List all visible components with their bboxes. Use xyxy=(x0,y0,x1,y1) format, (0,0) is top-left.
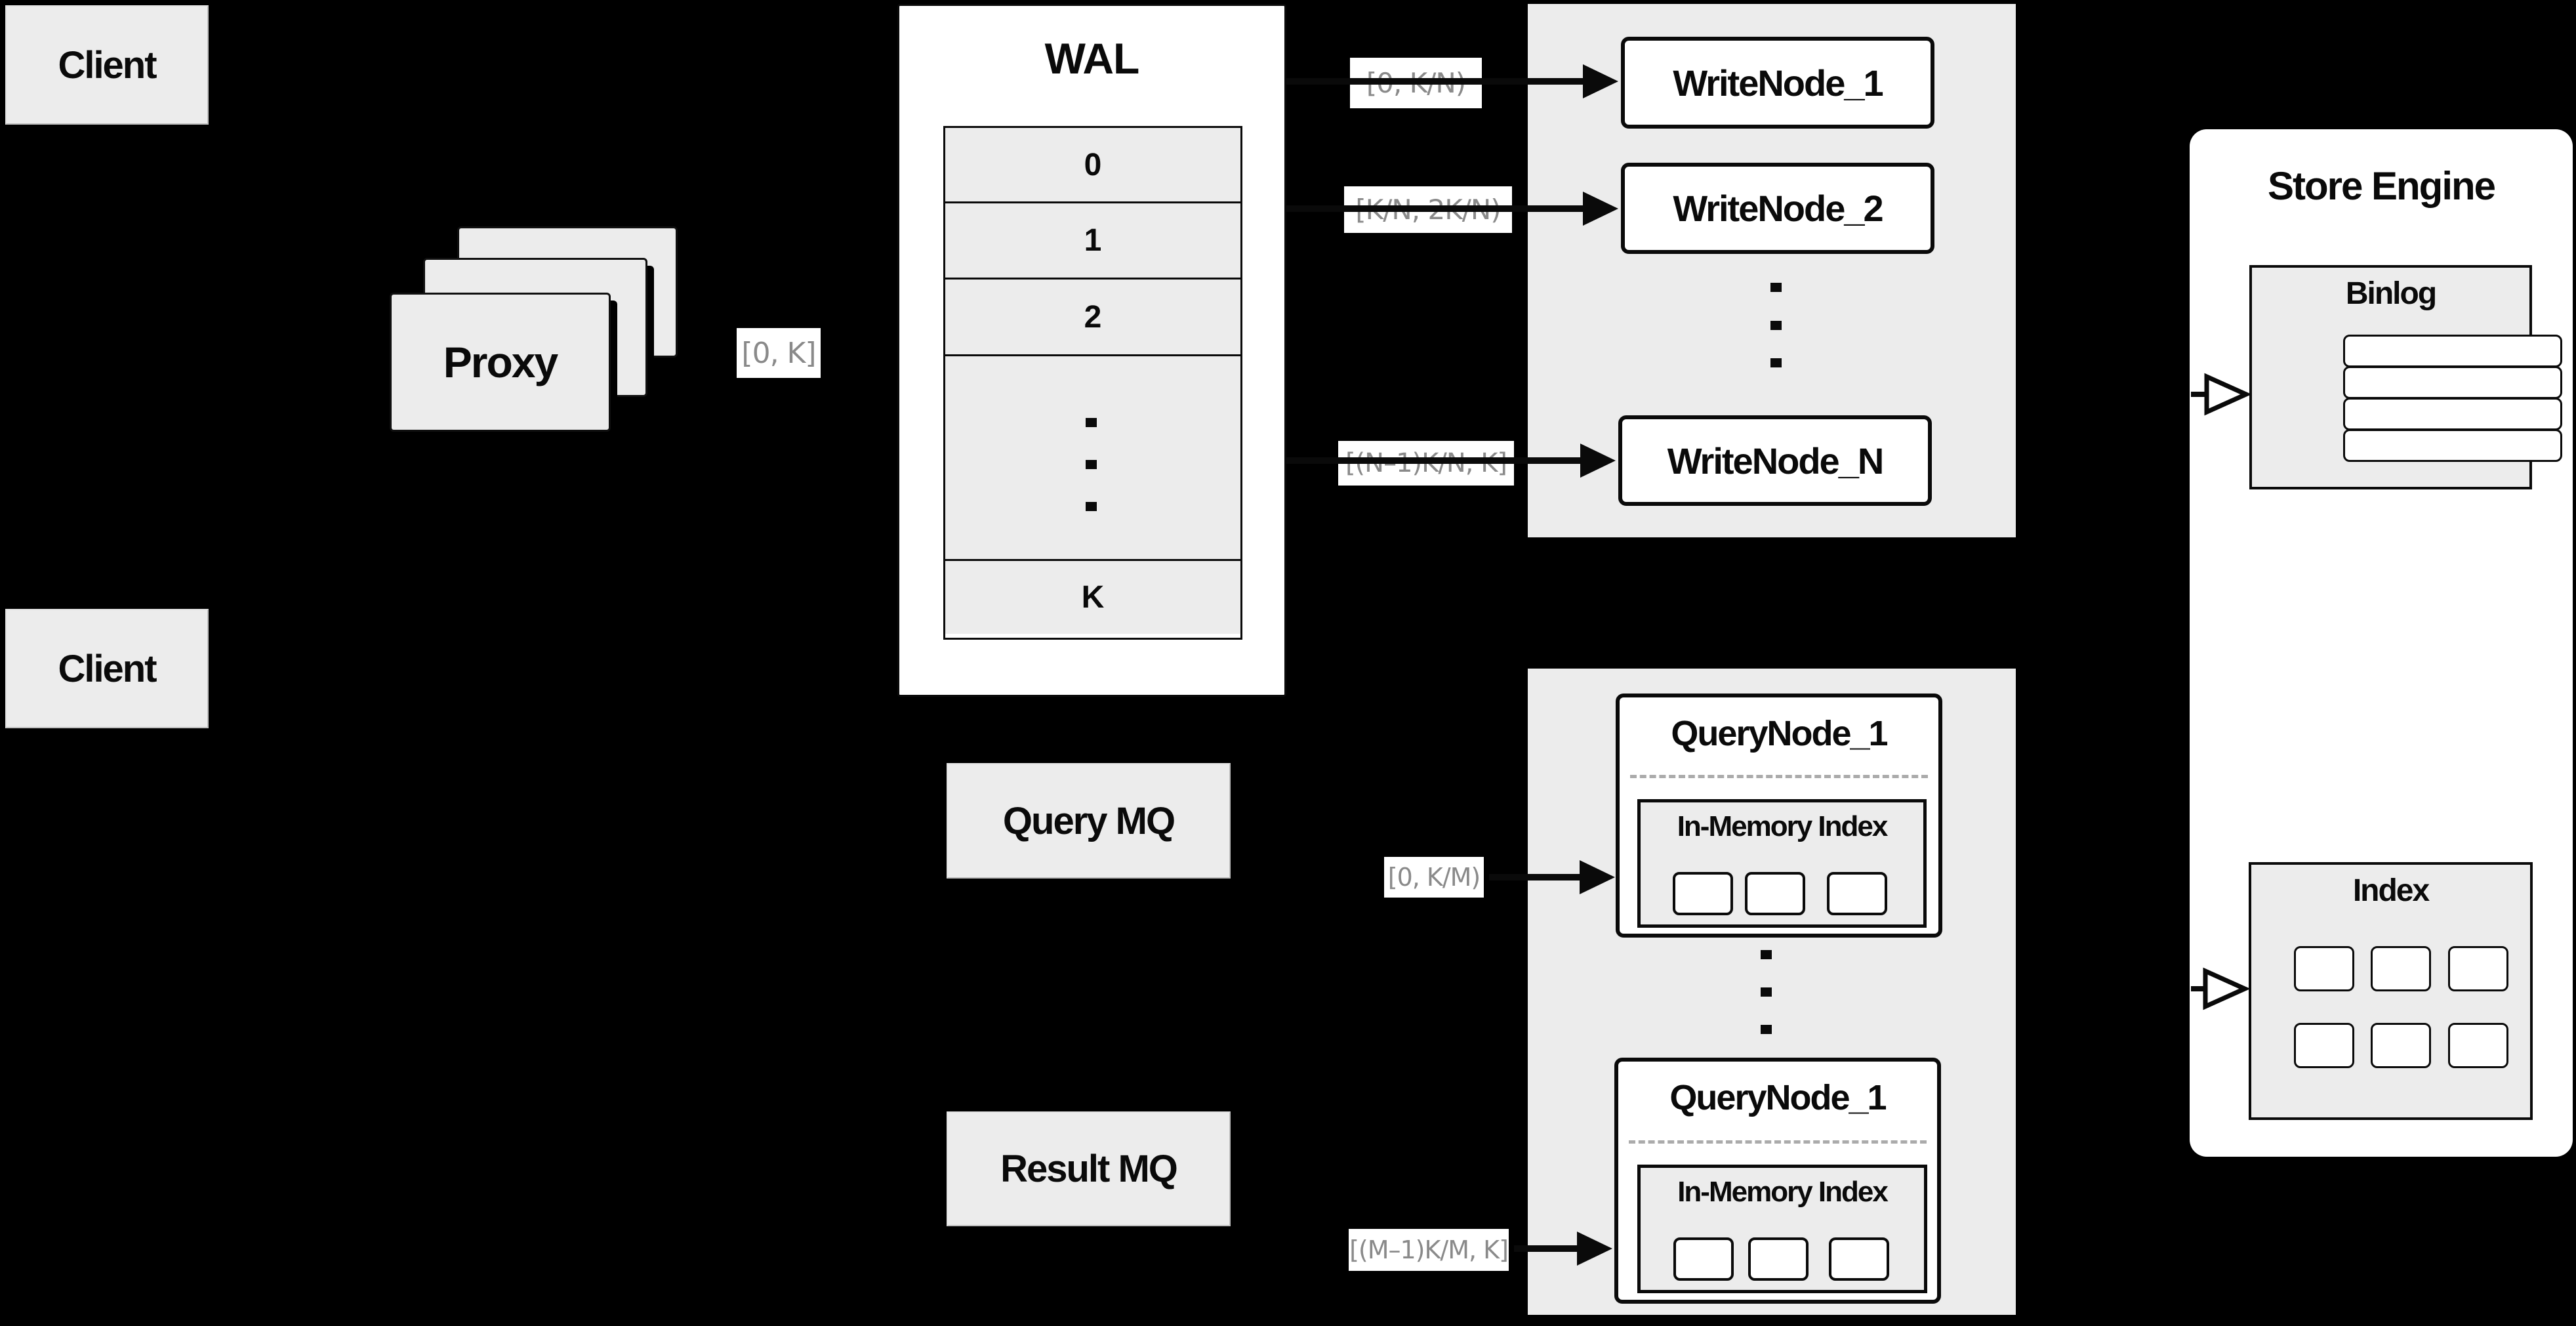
range-chip-query-m: [(M–1)K/M, K] xyxy=(1349,1229,1509,1271)
write-node-n-box: WriteNode_N xyxy=(1618,415,1932,506)
query-node-ellipsis-dot xyxy=(1761,1025,1772,1034)
wal-title: WAL xyxy=(1044,34,1140,83)
index-title: Index xyxy=(2352,873,2430,908)
wal-ellipsis-dot xyxy=(1086,418,1097,427)
in-memory-index-top-box: In-Memory Index xyxy=(1637,799,1927,928)
write-node-1-box: WriteNode_1 xyxy=(1621,37,1934,129)
range-chip-proxy: [0, K] xyxy=(737,328,821,378)
index-chunk xyxy=(2294,946,2354,991)
index-segment xyxy=(1673,1237,1734,1281)
proxy-label: Proxy xyxy=(443,338,558,386)
query-node-ellipsis-dot xyxy=(1761,987,1772,997)
index-segment xyxy=(1829,1237,1889,1281)
divider-dashed xyxy=(1629,1140,1927,1144)
binlog-row xyxy=(2343,366,2562,399)
binlog-row xyxy=(2343,429,2562,462)
binlog-box: Binlog xyxy=(2249,265,2562,489)
proxy-card-front: Proxy xyxy=(390,293,611,432)
in-memory-index-bottom-title: In-Memory Index xyxy=(1677,1176,1889,1208)
index-chunk xyxy=(2371,946,2431,991)
index-segment xyxy=(1827,872,1887,915)
wal-row-ellipsis xyxy=(945,356,1240,561)
query-node-ellipsis-dot xyxy=(1761,950,1772,959)
index-chunk xyxy=(2448,1023,2508,1068)
write-node-n-label: WriteNode_N xyxy=(1667,440,1885,482)
range-chip-write-2: [K/N, 2K/N) xyxy=(1344,186,1512,233)
binlog-title: Binlog xyxy=(2345,276,2437,311)
index-chunk xyxy=(2371,1023,2431,1068)
client-bottom-box: Client xyxy=(5,609,209,728)
range-chip-write-1: [0, K/N) xyxy=(1350,58,1482,108)
client-top-label: Client xyxy=(58,43,157,87)
write-node-ellipsis-dot xyxy=(1770,283,1782,292)
query-node-top-box: QueryNode_1 In-Memory Index xyxy=(1616,694,1942,938)
write-node-1-label: WriteNode_1 xyxy=(1673,62,1883,104)
index-segment xyxy=(1673,872,1733,915)
query-mq-box: Query MQ xyxy=(947,763,1231,879)
index-segment xyxy=(1748,1237,1809,1281)
wal-row-0: 0 xyxy=(945,128,1240,203)
write-node-2-box: WriteNode_2 xyxy=(1621,163,1934,254)
client-bottom-label: Client xyxy=(58,647,157,690)
in-memory-index-bottom-box: In-Memory Index xyxy=(1637,1165,1927,1293)
in-memory-index-top-title: In-Memory Index xyxy=(1677,810,1889,842)
range-chip-write-n: [(N–1)K/N, K] xyxy=(1338,441,1514,486)
result-mq-label: Result MQ xyxy=(1000,1148,1178,1190)
wal-row-1: 1 xyxy=(945,203,1240,280)
wal-box: WAL 0 1 2 K xyxy=(897,4,1286,697)
range-chip-query-1: [0, K/M) xyxy=(1384,857,1484,898)
store-engine-title: Store Engine xyxy=(2267,164,2496,208)
write-node-ellipsis-dot xyxy=(1770,358,1782,367)
client-top-box: Client xyxy=(5,5,209,125)
index-segment xyxy=(1745,872,1805,915)
index-chunk xyxy=(2448,946,2508,991)
divider-dashed xyxy=(1630,775,1928,778)
binlog-row xyxy=(2343,335,2562,367)
wal-ellipsis-dot xyxy=(1086,460,1097,469)
wal-ellipsis-dot xyxy=(1086,502,1097,511)
binlog-row xyxy=(2343,398,2562,430)
store-engine-box: Store Engine Binlog Index xyxy=(2190,129,2573,1157)
result-mq-box: Result MQ xyxy=(947,1111,1231,1226)
index-box: Index xyxy=(2249,862,2533,1120)
query-node-top-title: QueryNode_1 xyxy=(1671,714,1888,753)
write-node-2-label: WriteNode_2 xyxy=(1673,188,1883,229)
wal-row-2: 2 xyxy=(945,280,1240,356)
wal-table: 0 1 2 K xyxy=(943,126,1242,640)
wal-row-k: K xyxy=(945,561,1240,634)
write-node-ellipsis-dot xyxy=(1770,321,1782,330)
query-node-bottom-box: QueryNode_1 In-Memory Index xyxy=(1614,1058,1941,1304)
query-node-bottom-title: QueryNode_1 xyxy=(1669,1078,1887,1117)
index-chunk xyxy=(2294,1023,2354,1068)
query-mq-label: Query MQ xyxy=(1002,799,1176,842)
